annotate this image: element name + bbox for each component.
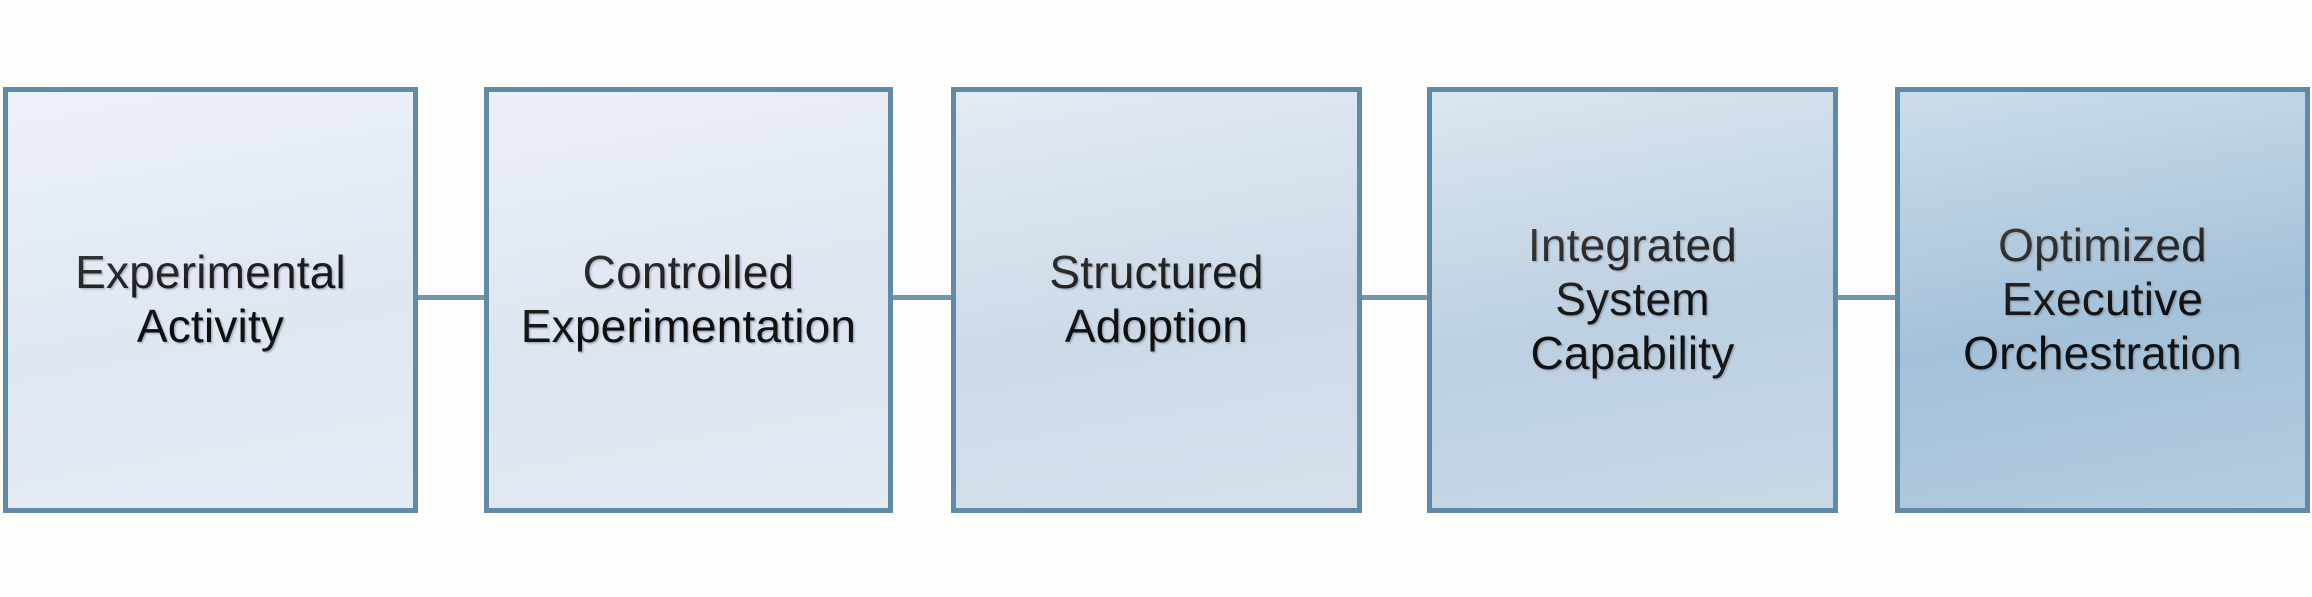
stage-label-structured-adoption: Structured Adoption	[1049, 246, 1264, 352]
connector-stage-1-to-2	[415, 295, 487, 300]
stage-label-controlled-experimentation: Controlled Experimentation	[520, 246, 857, 352]
connector-stage-2-to-3	[890, 295, 954, 300]
stage-box-experimental-activity[interactable]: Experimental Activity	[3, 87, 418, 513]
stage-label-experimental-activity: Experimental Activity	[75, 246, 346, 352]
stage-label-integrated-system-capability: Integrated System Capability	[1527, 219, 1738, 379]
stage-box-integrated-system-capability[interactable]: Integrated System Capability	[1427, 87, 1838, 513]
stage-box-optimized-executive-orchestration[interactable]: Optimized Executive Orchestration	[1895, 87, 2310, 513]
stage-box-controlled-experimentation[interactable]: Controlled Experimentation	[484, 87, 893, 513]
connector-stage-4-to-5	[1835, 295, 1898, 300]
stage-label-optimized-executive-orchestration: Optimized Executive Orchestration	[1963, 219, 2242, 379]
stage-box-structured-adoption[interactable]: Structured Adoption	[951, 87, 1362, 513]
connector-stage-3-to-4	[1359, 295, 1430, 300]
